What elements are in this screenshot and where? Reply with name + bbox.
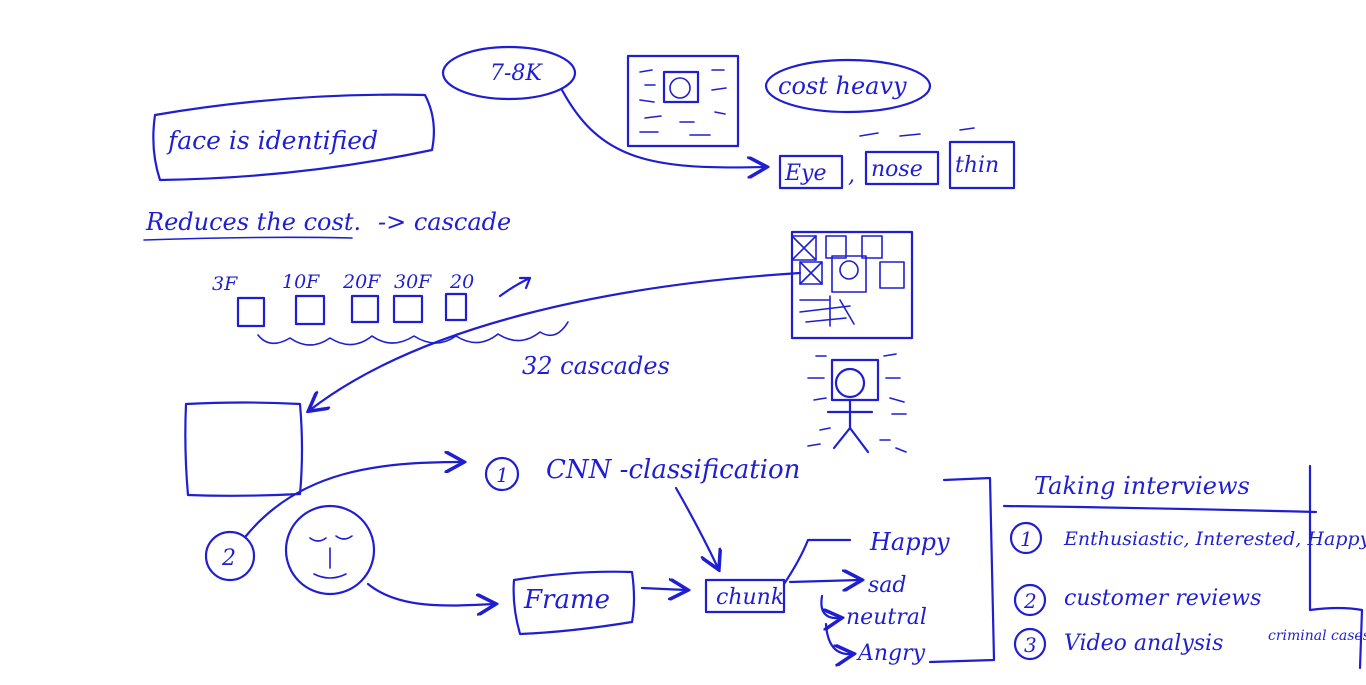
cascade-stages: 3F 10F 20F 30F 20 32 cascades [212, 271, 670, 380]
svg-text:,: , [848, 163, 855, 188]
pixel-image-sketch [626, 54, 740, 148]
use-case-2-number: 2 [1023, 589, 1037, 613]
neutral-label: neutral [846, 605, 927, 630]
reduces-cost-label: Reduces the cost. [145, 208, 361, 236]
sliding-window-grid [790, 230, 914, 340]
use-case-1-text: Enthusiastic, Interested, Happy [1063, 528, 1366, 550]
frame-label: Frame [523, 585, 610, 615]
use-case-3-note: criminal cases [1268, 628, 1366, 644]
reduces-cost-heading: Reduces the cost. -> cascade [143, 208, 511, 241]
cnn-classification-approach: 1 CNN -classification [244, 455, 800, 568]
cnn-number: 1 [496, 463, 509, 487]
use-case-1-number: 1 [1020, 527, 1033, 551]
use-cases-title: Taking interviews [1034, 472, 1250, 500]
pixel-count-label: 7-8K [490, 61, 543, 86]
cascade-count-label: 32 cascades [522, 352, 670, 380]
cascade-feature-3: 20F [342, 271, 381, 293]
face-identified-box: face is identified [152, 93, 435, 182]
cascade-label: -> cascade [378, 208, 511, 236]
cascade-feature-1: 3F [212, 273, 238, 295]
use-cases-panel: Taking interviews 1 Enthusiastic, Intere… [1002, 464, 1366, 670]
use-case-3-number: 3 [1024, 633, 1037, 657]
cascade-feature-4: 30F [394, 271, 432, 293]
eye-label: Eye [784, 161, 827, 186]
pixel-to-features-arrow [560, 88, 765, 167]
sad-label: sad [868, 573, 907, 598]
frame-chunk-flow: Frame chunk [512, 570, 786, 636]
cnn-to-chunk-arrow [674, 486, 718, 568]
cnn-classification-label: CNN -classification [546, 455, 800, 485]
pixel-count-bubble: 7-8K [441, 45, 577, 101]
approach-two-to-cnn-arrow [244, 462, 462, 538]
emotion-outputs: Happy sad neutral Angry [782, 476, 996, 666]
angry-label: Angry [856, 641, 926, 666]
chunk-label: chunk [716, 585, 784, 610]
chin-label: thin [955, 153, 999, 178]
nose-label: nose [871, 157, 923, 182]
happy-label: Happy [869, 528, 950, 556]
video-approach: 2 [204, 504, 494, 605]
face-identified-label: face is identified [166, 126, 378, 155]
cascade-feature-2: 10F [282, 271, 320, 293]
grid-to-square-arrow [310, 271, 802, 410]
facial-features: Eye , nose thin [778, 140, 1016, 190]
use-case-2-text: customer reviews [1064, 586, 1261, 611]
cost-heavy-note: cost heavy [764, 58, 975, 137]
use-case-3-text: Video analysis [1064, 631, 1223, 656]
face-crop-square [184, 401, 304, 497]
approach-two-number: 2 [221, 546, 236, 571]
cost-heavy-label: cost heavy [778, 72, 907, 100]
person-stick-figure [807, 353, 907, 454]
cascade-feature-5: 20 [449, 271, 474, 293]
